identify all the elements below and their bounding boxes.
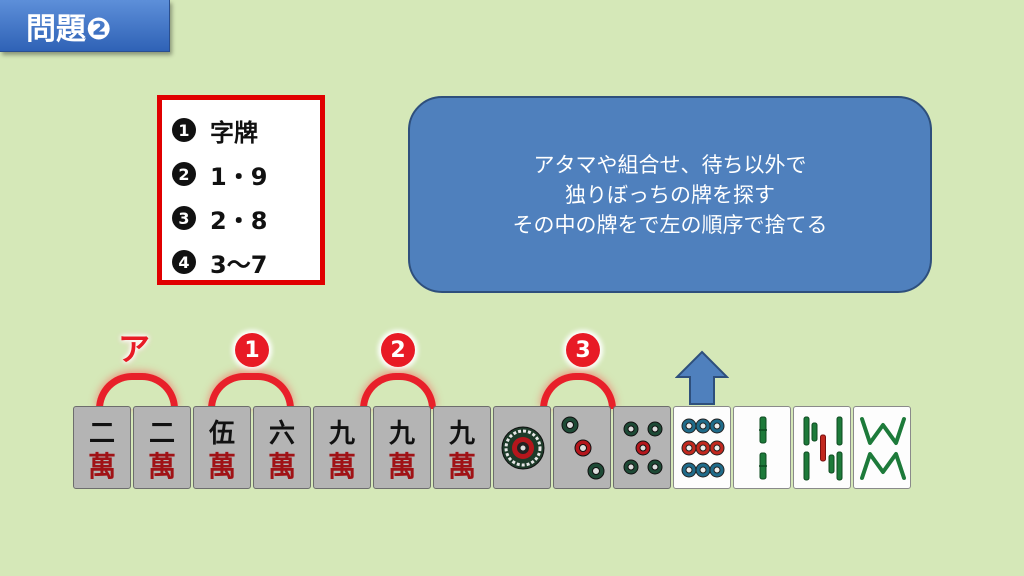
group-label-a: ア	[118, 330, 151, 368]
tile-number: 伍	[208, 419, 235, 449]
group-label-2: 2	[381, 333, 415, 367]
eight-sou-icon	[860, 417, 906, 480]
tile-suit: 萬	[447, 450, 476, 483]
rule-number: 1	[172, 118, 196, 142]
one-pin-icon	[501, 426, 545, 470]
hint-line: アタマや組合せ、待ち以外で	[533, 152, 807, 177]
rule-text: 1・9	[210, 162, 268, 191]
group-arc-a	[96, 373, 178, 409]
rule-item: 3 2・8	[172, 196, 320, 240]
tile-suit: 萬	[147, 450, 176, 483]
rule-item: 2 1・9	[172, 152, 320, 196]
hint-box: アタマや組合せ、待ち以外で 独りぼっちの牌を探す その中の牌をで左の順序で捨てる	[408, 96, 932, 293]
tile-5-man[interactable]: 伍 萬	[193, 406, 251, 489]
tile-5-pin[interactable]	[613, 406, 671, 489]
tile-1-pin[interactable]	[493, 406, 551, 489]
group-arc-1	[208, 373, 294, 409]
rule-text: 3～7	[210, 250, 268, 279]
rule-number: 4	[172, 250, 196, 274]
tile-2-man[interactable]: 二 萬	[73, 406, 131, 489]
group-label-3: 3	[566, 333, 600, 367]
rule-item: 1 字牌	[172, 108, 320, 152]
discard-arrow-icon	[675, 350, 729, 405]
rule-number: 3	[172, 206, 196, 230]
three-pin-icon	[561, 416, 605, 480]
five-pin-icon	[623, 421, 663, 475]
tile-number: 九	[448, 419, 475, 449]
rule-text: 2・8	[210, 206, 268, 235]
tile-7-sou[interactable]	[793, 406, 851, 489]
tile-number: 九	[388, 419, 415, 449]
tile-2-man[interactable]: 二 萬	[133, 406, 191, 489]
tile-2-sou[interactable]	[733, 406, 791, 489]
rule-text: 字牌	[210, 118, 258, 147]
seven-sou-icon	[803, 416, 843, 481]
tile-8-sou[interactable]	[853, 406, 911, 489]
group-label-1: 1	[235, 333, 269, 367]
tile-number: 二	[88, 419, 115, 449]
group-arc-3	[540, 373, 616, 409]
tile-suit: 萬	[327, 450, 356, 483]
tile-9-man[interactable]: 九 萬	[313, 406, 371, 489]
tile-9-man[interactable]: 九 萬	[373, 406, 431, 489]
tile-suit: 萬	[387, 450, 416, 483]
tile-suit: 萬	[87, 450, 116, 483]
tile-9-pin[interactable]	[673, 406, 731, 489]
tile-number: 二	[148, 419, 175, 449]
rule-number: 2	[172, 162, 196, 186]
problem-title: 問題❷	[0, 0, 170, 52]
tile-suit: 萬	[207, 450, 236, 483]
tile-number: 六	[268, 419, 295, 449]
hint-line: その中の牌をで左の順序で捨てる	[512, 212, 828, 237]
tile-9-man[interactable]: 九 萬	[433, 406, 491, 489]
tile-3-pin[interactable]	[553, 406, 611, 489]
nine-pin-icon	[681, 418, 725, 478]
hint-line: 独りぼっちの牌を探す	[565, 182, 775, 207]
group-arc-2	[360, 373, 436, 409]
two-sou-icon	[759, 416, 767, 480]
tile-suit: 萬	[267, 450, 296, 483]
tile-6-man[interactable]: 六 萬	[253, 406, 311, 489]
rule-item: 4 3～7	[172, 240, 320, 284]
tile-number: 九	[328, 419, 355, 449]
discard-priority-box: 1 字牌 2 1・9 3 2・8 4 3～7	[157, 95, 325, 285]
